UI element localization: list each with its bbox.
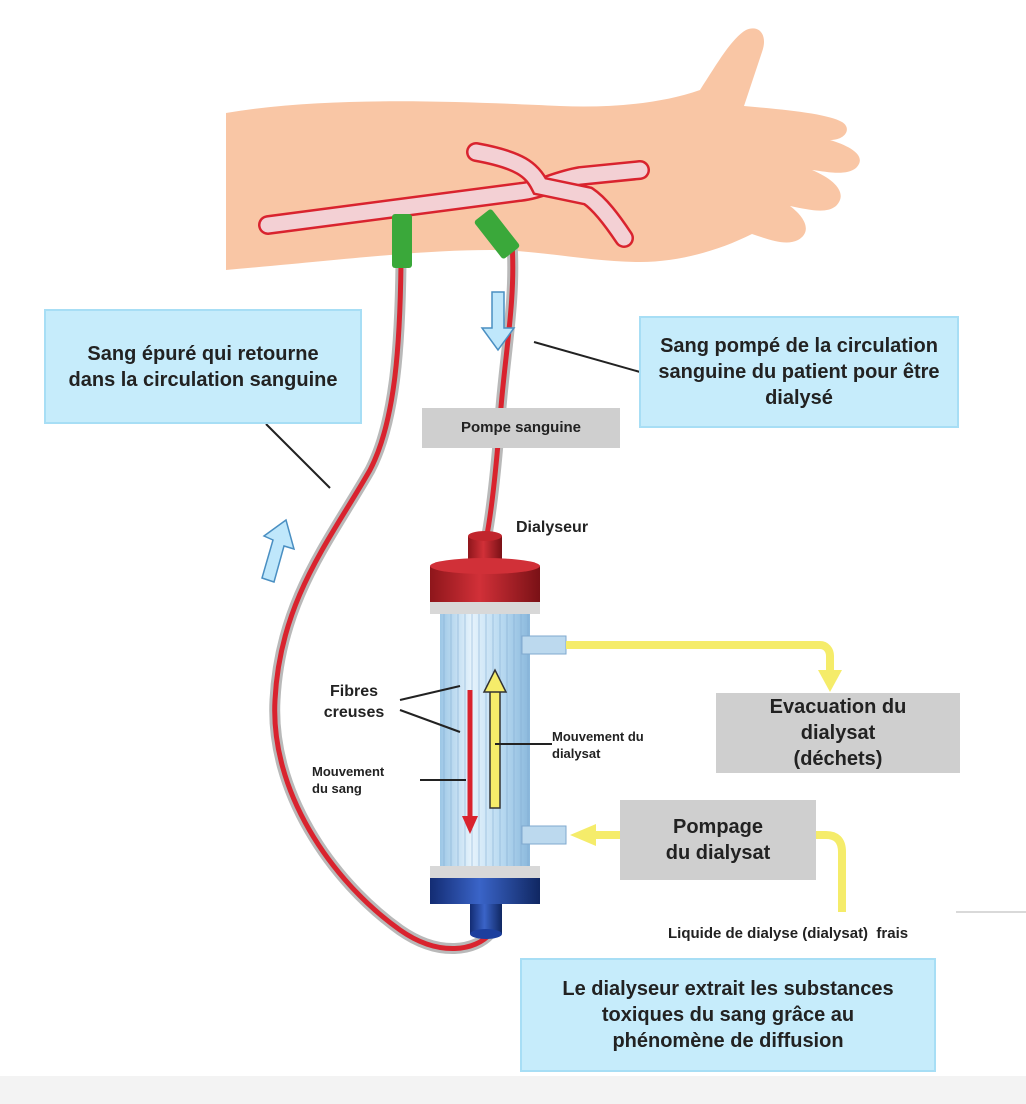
label-liquide-dialyse: Liquide de dialyse (dialysat) frais [668,925,909,942]
blue-arrow-down [480,291,516,352]
dialyzer-cylinder [430,531,567,939]
label-fibres-creuses: Fibres creuses [323,683,385,721]
label-pompe-sanguine: Pompe sanguine [422,408,620,448]
arm-illustration [226,28,860,270]
bottom-band [0,1076,1026,1104]
label-mouvement-dialysat: Mouvement du dialysat [552,729,644,761]
label-dialyseur: Dialyseur [516,519,589,536]
dialysate-flow [566,641,1026,913]
label-evacuation: Evacuation du dialysat (déchets) [716,693,960,773]
label-sang-epure: Sang épuré qui retourne dans la circulat… [44,309,362,424]
label-pompage: Pompage du dialysat [620,800,816,880]
yellow-flow-arrow-up [489,689,501,809]
label-sang-pompe: Sang pompé de la circulation sanguine du… [639,316,959,428]
label-dialyseur-extrait: Le dialyseur extrait les substances toxi… [520,958,936,1072]
blue-arrow-up [261,518,296,583]
connector-return [392,214,412,268]
connector-arterial [474,209,520,259]
label-mouvement-sang: Mouvement du sang [312,764,385,796]
